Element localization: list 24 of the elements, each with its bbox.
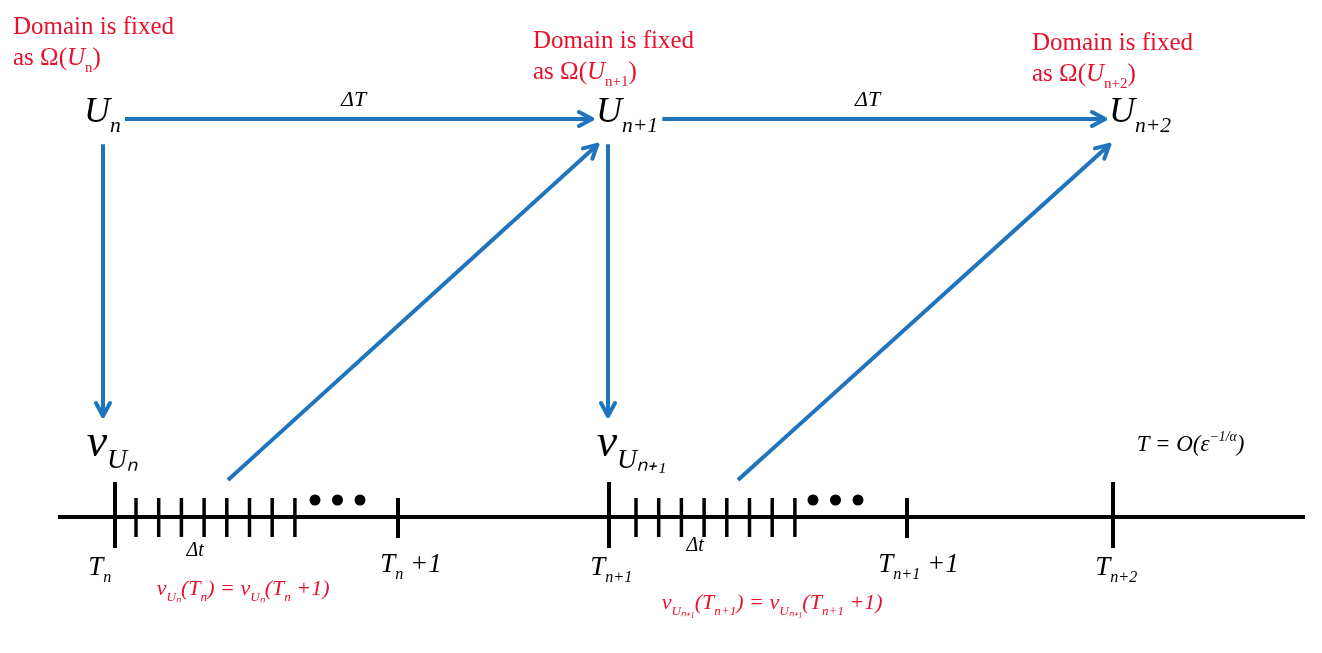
arrow — [94, 144, 112, 418]
tick-label: T$_{n}$ — [87, 552, 113, 589]
step-label: Δt — [685, 534, 705, 557]
variable-label: U$_{n}$ — [81, 92, 125, 145]
tick-label: T$_{n+2}$ — [1094, 552, 1139, 589]
arrow — [736, 142, 1112, 482]
tick-label: T$_{n}$ +1 — [379, 549, 443, 586]
annotation-text: Domain is fixed as Ω(U$_{n+1}$) — [533, 25, 696, 91]
variable-label: U$_{n+2}$ — [1106, 92, 1176, 145]
arrow — [226, 142, 600, 482]
equation-text: T = O(ε$^{−1/α}$) — [1135, 432, 1246, 458]
equation-text: v$_{Uₙ₊₁}$(T$_{n+1}$) = v$_{Uₙ₊₁}$(T$_{n+1}$ +1) — [660, 590, 884, 620]
equation-text: v$_{Uₙ}$(T$_{n}$) = v$_{Uₙ}$(T$_{n}$ +1) — [155, 576, 331, 606]
variable-label: U$_{n+1}$ — [593, 92, 663, 145]
arrow — [125, 110, 594, 128]
annotation-text: Domain is fixed as Ω(U$_{n+2}$) — [1032, 27, 1195, 93]
arrow — [662, 110, 1107, 128]
arrow — [599, 144, 617, 418]
tick-label: T$_{n+1}$ — [589, 552, 634, 589]
variable-label: v$_{Uₙ}$ — [83, 417, 144, 484]
variable-label: v$_{Uₙ₊₁}$ — [593, 417, 673, 484]
annotation-text: Domain is fixed as Ω(U$_{n}$) — [13, 11, 176, 77]
tick-label: T$_{n+1}$ +1 — [877, 549, 960, 586]
step-label: Δt — [185, 539, 205, 562]
